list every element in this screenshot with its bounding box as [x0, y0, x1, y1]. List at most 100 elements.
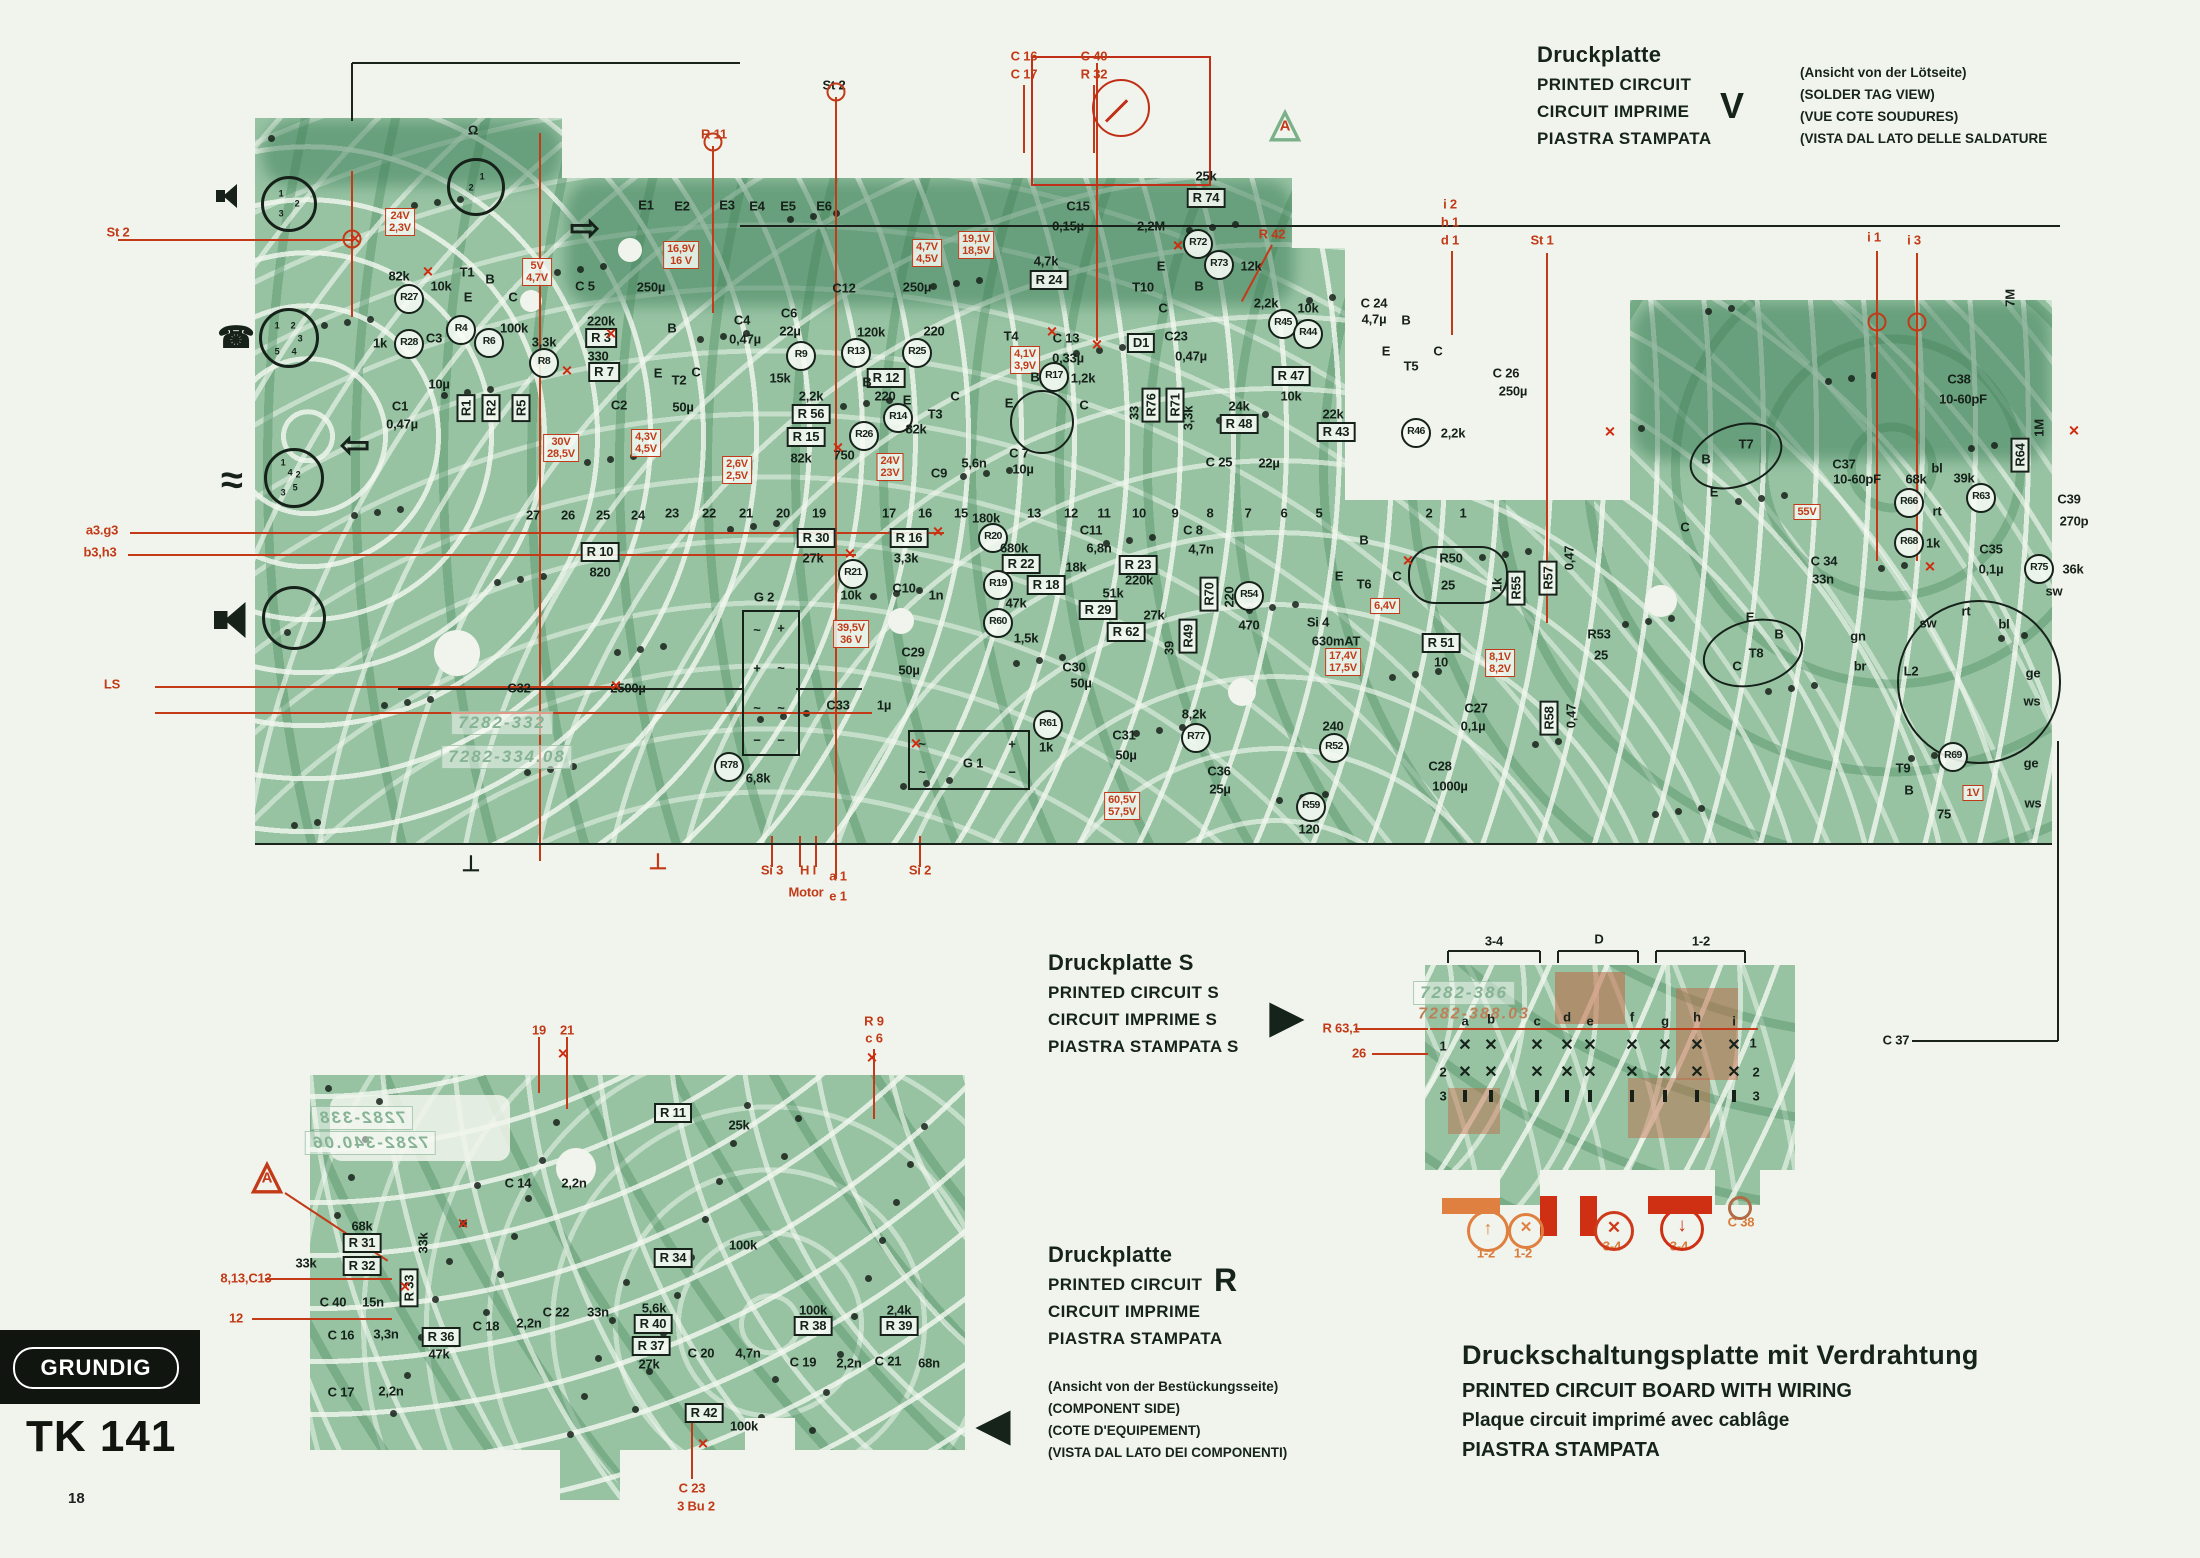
solder-pad	[432, 1296, 439, 1303]
solder-pad	[1276, 797, 1283, 804]
solder-pad	[1562, 241, 1569, 248]
pcb-label: R 15	[786, 427, 826, 447]
arrow-right-icon: ⇨	[569, 207, 601, 248]
pcb-label: R 48	[1219, 414, 1259, 434]
solder-pad	[716, 1178, 723, 1185]
title-r-line: PRINTED CIRCUIT	[1048, 1275, 1203, 1294]
solder-pad	[376, 1098, 383, 1105]
solder-pad	[483, 1309, 490, 1316]
pcb-label: E	[463, 289, 473, 305]
pcb-label: R44	[1293, 319, 1323, 349]
pcb-label: 10k	[1280, 388, 1302, 404]
pcb-label: 3	[297, 333, 303, 344]
pcb-label: C35	[1979, 541, 2003, 557]
pcb-label: R61	[1033, 710, 1063, 740]
pcb-label: R 74	[1186, 188, 1226, 208]
solder-pad	[1103, 540, 1110, 547]
solder-pad	[1758, 495, 1765, 502]
solder-pad	[554, 269, 561, 276]
pin-cross: ✕	[1625, 1037, 1639, 1054]
pcb-label: 100k	[499, 320, 529, 336]
pcb-label: 24	[630, 507, 646, 523]
pcb-label: C32	[507, 680, 531, 696]
pcb-label: i 1	[1867, 229, 1881, 245]
solder-pad	[367, 316, 374, 323]
pcb-label: 1	[274, 320, 280, 331]
pcb-label: sw	[2045, 583, 2063, 599]
solder-pad	[1638, 425, 1645, 432]
board-letter-r: R	[1214, 1262, 1238, 1298]
trace-line	[1876, 251, 1878, 561]
pcb-label: C 40	[319, 1294, 347, 1310]
pcb-label: 4,7V 4,5V	[912, 239, 942, 267]
pcb-label: B	[1774, 626, 1784, 642]
pcb-label: 19	[531, 1022, 547, 1038]
pin-bar	[1630, 1090, 1634, 1102]
solder-pad	[404, 1372, 411, 1379]
pointer-left-icon: ◀	[975, 1398, 1011, 1450]
pcb-label: 17	[881, 505, 897, 521]
pcb-label: 27k	[802, 550, 824, 566]
solder-pad	[581, 1393, 588, 1400]
pcb-label: R46	[1401, 418, 1431, 448]
solder-cross-mark: ✕	[932, 523, 944, 540]
g1-box	[908, 730, 1030, 790]
solder-cross-mark: ✕	[1924, 558, 1936, 575]
pcb-label: 1µ	[876, 697, 892, 713]
pcb-label: 26	[1351, 1045, 1367, 1061]
pcb-label: C 5	[575, 278, 595, 294]
pcb-label: T7	[1738, 436, 1754, 452]
pcb-label: ge	[2025, 665, 2041, 681]
solder-pad	[667, 146, 674, 153]
pcb-label: 0,33µ	[1052, 350, 1084, 366]
pcb-label: 68k	[351, 1218, 373, 1234]
note: (VISTA DAL LATO DELLE SALDATURE	[1800, 131, 2048, 146]
pcb-label: 1	[1749, 1035, 1757, 1051]
pcb-label: 1-2	[1691, 933, 1711, 949]
pcb-label: −	[1008, 764, 1016, 780]
pcb-label: 4,7µ	[1361, 311, 1387, 327]
pcb-label: G 2	[753, 589, 775, 605]
pcb-label: 5	[1315, 505, 1323, 521]
solder-pad	[1645, 618, 1652, 625]
pcb-label: +	[753, 660, 761, 676]
pcb-label: 100k	[798, 1302, 828, 1318]
title-block-v: Druckplatte PRINTED CIRCUIT CIRCUIT IMPR…	[1537, 42, 1787, 149]
solder-cross-mark: ✕	[1402, 552, 1414, 569]
solder-pad	[953, 280, 960, 287]
solder-pad	[397, 506, 404, 513]
pcb-label: 220	[874, 388, 896, 404]
pcb-label: rt	[1961, 603, 1971, 619]
trace-line	[118, 239, 352, 241]
pcb-label: R 43	[1316, 422, 1356, 442]
pcb-label: 3	[1752, 1088, 1760, 1104]
test-point-ring	[826, 82, 846, 102]
pcb-label: 5	[274, 346, 280, 357]
din-connector-top	[447, 158, 505, 216]
title-r-heading: Druckplatte	[1048, 1242, 1173, 1267]
pcb-label: C	[1732, 658, 1742, 674]
pcb-label: ~	[753, 622, 761, 638]
solder-pad	[1216, 417, 1223, 424]
pcb-label: ws	[2023, 693, 2041, 709]
pcb-label: bl	[1931, 460, 1943, 476]
pcb-label: 100k	[729, 1418, 759, 1434]
trace-line	[398, 688, 742, 690]
solder-pad	[893, 1199, 900, 1206]
pcb-label: C 18	[472, 1318, 500, 1334]
solder-pad	[810, 213, 817, 220]
solder-pad	[730, 1140, 737, 1147]
pcb-label: C15	[1066, 198, 1090, 214]
pcb-label: R 16	[889, 528, 929, 548]
pcb-label: 55V	[1793, 504, 1821, 520]
pcb-label: 22k	[1322, 406, 1344, 422]
trace-line	[255, 843, 2052, 845]
pcb-label: 330	[587, 348, 609, 364]
title-block-s: Druckplatte S PRINTED CIRCUIT S CIRCUIT …	[1048, 950, 1288, 1057]
pcb-label: E	[1709, 484, 1719, 500]
pcb-label: 2,4k	[886, 1302, 912, 1318]
pcb-label: 4	[291, 346, 297, 357]
pcb-label: R25	[902, 338, 932, 368]
pcb-label: 240	[1322, 718, 1344, 734]
